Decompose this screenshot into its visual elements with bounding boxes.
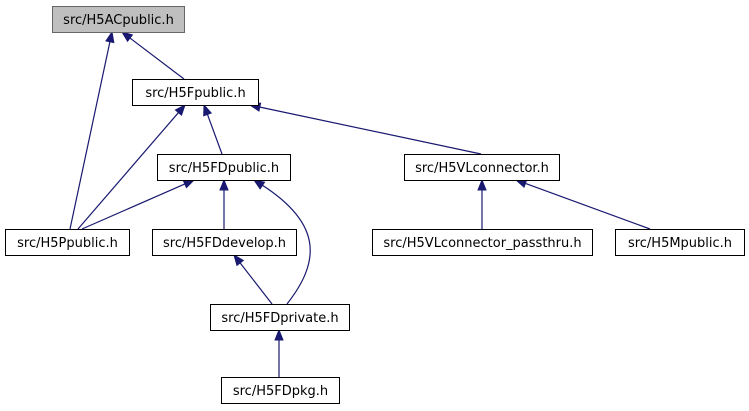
arrowhead-icon xyxy=(477,178,487,191)
node-label: src/H5FDprivate.h xyxy=(221,311,338,326)
node-box xyxy=(157,154,291,181)
node-label: src/H5VLconnector.h xyxy=(415,161,549,176)
node-label: src/H5FDdevelop.h xyxy=(163,236,286,251)
arrowhead-icon xyxy=(105,30,115,44)
edge-line xyxy=(524,182,651,230)
edge-h5fd-to-h5f xyxy=(203,103,223,155)
edge-line xyxy=(206,113,223,155)
node-box xyxy=(372,229,593,256)
edge-h5m-to-h5vl xyxy=(514,179,651,230)
edge-h5p-to-h5f xyxy=(77,103,186,230)
node-label: src/H5FDpublic.h xyxy=(169,161,279,176)
edge-line xyxy=(69,40,111,230)
edge-line xyxy=(239,261,273,305)
node-box xyxy=(210,304,350,331)
edge-h5p-to-h5ac xyxy=(69,30,115,230)
node-box xyxy=(52,6,185,33)
edge-line xyxy=(253,179,311,305)
arrowhead-icon xyxy=(174,103,186,117)
node-box xyxy=(5,229,130,256)
edge-h5fdpriv-to-h5fddev xyxy=(233,253,273,305)
arrowhead-icon xyxy=(252,179,266,190)
nodes-layer: src/H5ACpublic.h src/H5Fpublic.h src/H5FDp… xyxy=(5,6,745,404)
node-box xyxy=(221,377,340,404)
node-label: src/H5Fpublic.h xyxy=(145,86,245,101)
edge-line xyxy=(77,111,180,230)
node-label: src/H5ACpublic.h xyxy=(63,13,174,28)
edge-h5fdpriv-to-h5fd xyxy=(252,179,311,305)
node-box xyxy=(152,229,297,256)
node-h5vl[interactable]: src/H5VLconnector.h xyxy=(404,154,560,181)
edge-h5vlpass-to-h5vl xyxy=(477,178,487,229)
edge-line xyxy=(128,36,185,80)
node-h5vlpass[interactable]: src/H5VLconnector_passthru.h xyxy=(372,229,593,256)
edge-line xyxy=(81,183,186,230)
arrowhead-icon xyxy=(233,253,245,267)
arrowhead-icon xyxy=(274,328,284,341)
node-box xyxy=(132,79,259,106)
node-label: src/H5Mpublic.h xyxy=(628,236,732,251)
edge-h5fddev-to-h5fd xyxy=(219,178,229,229)
arrowhead-icon xyxy=(120,31,134,43)
node-label: src/H5Ppublic.h xyxy=(17,236,118,251)
node-h5p[interactable]: src/H5Ppublic.h xyxy=(5,229,130,256)
node-box xyxy=(404,154,560,181)
edge-h5f-to-h5ac xyxy=(120,31,185,80)
arrowhead-icon xyxy=(182,179,196,189)
node-h5fddev[interactable]: src/H5FDdevelop.h xyxy=(152,229,297,256)
node-h5fdpkg[interactable]: src/H5FDpkg.h xyxy=(221,377,340,404)
node-h5ac[interactable]: src/H5ACpublic.h xyxy=(52,6,185,33)
edge-h5fdpkg-to-h5fdpriv xyxy=(274,328,284,377)
arrowhead-icon xyxy=(203,103,213,117)
node-h5m[interactable]: src/H5Mpublic.h xyxy=(615,229,745,256)
edge-h5vl-to-h5f xyxy=(248,102,482,155)
node-box xyxy=(615,229,745,256)
node-h5fd[interactable]: src/H5FDpublic.h xyxy=(157,154,291,181)
arrowhead-icon xyxy=(219,178,229,191)
edge-line xyxy=(258,106,482,155)
node-label: src/H5FDpkg.h xyxy=(233,384,328,399)
node-h5f[interactable]: src/H5Fpublic.h xyxy=(132,79,259,106)
node-label: src/H5VLconnector_passthru.h xyxy=(383,236,581,251)
node-h5fdpriv[interactable]: src/H5FDprivate.h xyxy=(210,304,350,331)
